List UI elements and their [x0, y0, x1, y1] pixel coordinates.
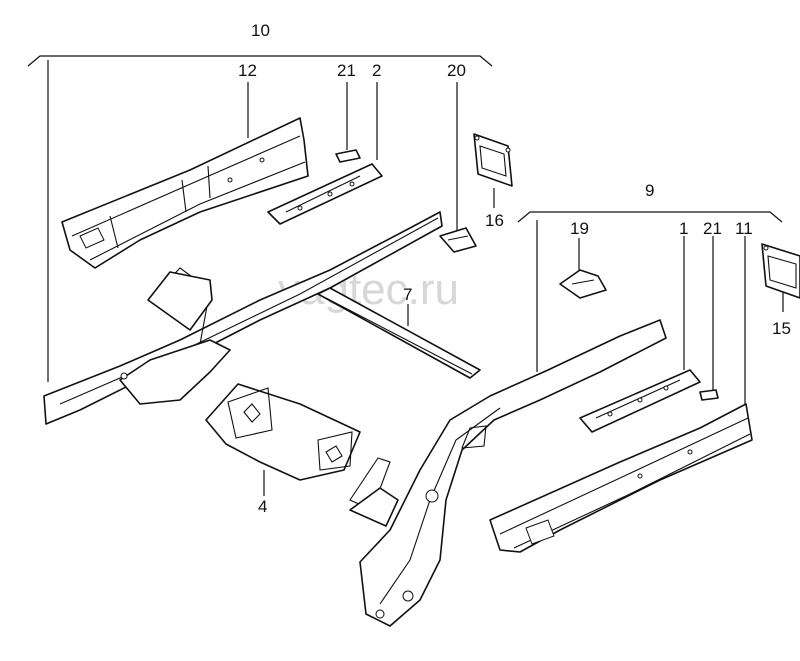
- part-15-plate: [761, 243, 800, 299]
- callout-16: 16: [485, 211, 504, 230]
- part-19-bracket: [559, 269, 607, 299]
- part-11-right-sill: [489, 403, 753, 553]
- callout-19: 19: [570, 219, 589, 238]
- part-20-bracket: [439, 227, 477, 253]
- callout-20: 20: [447, 61, 466, 80]
- callout-21-left: 21: [337, 61, 356, 80]
- main-floor-frame: [43, 211, 667, 627]
- callout-21-right: 21: [703, 219, 722, 238]
- callout-4: 4: [258, 497, 267, 516]
- callout-12: 12: [238, 61, 257, 80]
- part-2-inner-sill-left: [267, 163, 383, 225]
- bracket-9: [517, 211, 783, 223]
- part-4-seat-crossmember: [205, 383, 361, 481]
- part-21-plate-left: [335, 149, 361, 163]
- callout-11: 11: [735, 219, 753, 238]
- part-21-plate-right: [699, 389, 719, 401]
- part-7-crossmember: [317, 287, 481, 379]
- callout-9: 9: [645, 181, 654, 200]
- callout-2: 2: [372, 61, 381, 80]
- part-16-plate: [473, 133, 513, 187]
- bracket-10: [27, 55, 493, 67]
- callout-1: 1: [679, 219, 688, 238]
- part-12-left-sill: [61, 117, 309, 269]
- callout-10: 10: [251, 21, 270, 40]
- callout-7: 7: [403, 285, 412, 304]
- callout-15: 15: [772, 319, 791, 338]
- part-1-inner-sill-right: [579, 369, 701, 433]
